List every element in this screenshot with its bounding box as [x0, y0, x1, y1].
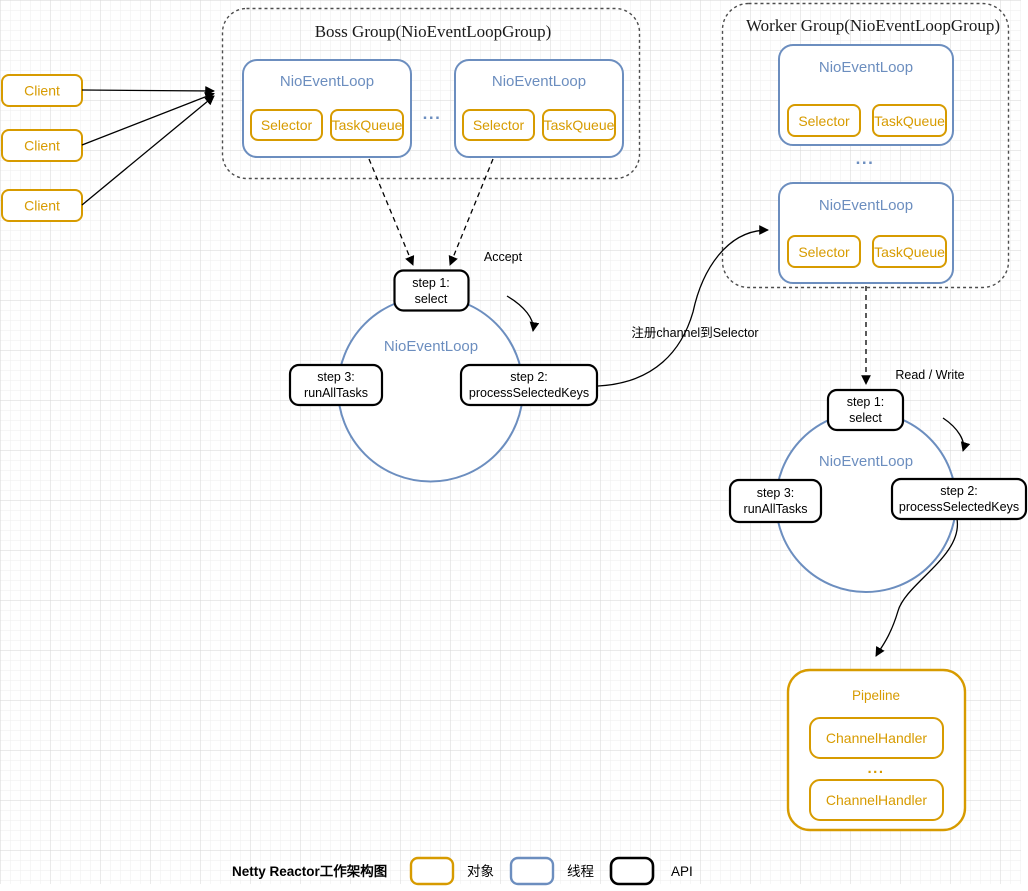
boss-eventloop-2-taskqueue-label: TaskQueue: [544, 117, 615, 133]
read-write-label: Read / Write: [895, 368, 964, 382]
boss-step3-box: [288, 363, 384, 407]
boss-eventloop-2-taskqueue-box: [542, 109, 616, 141]
worker-step1-box: [826, 388, 905, 432]
arrow-cycle-hint-boss: [506, 295, 540, 332]
worker-step2-line1: step 2:: [940, 484, 978, 498]
boss-eventloop-1-taskqueue-box: [330, 109, 404, 141]
boss-step3-line1: step 3:: [317, 370, 355, 384]
boss-step3-line2: runAllTasks: [304, 386, 368, 400]
worker-step2-line2: processSelectedKeys: [899, 500, 1019, 514]
boss-step1-line2: select: [415, 292, 448, 306]
legend-swatch-api: [609, 856, 655, 886]
boss-eventloop-2-selector-label: Selector: [473, 117, 525, 133]
client-label-1: Client: [24, 83, 60, 99]
boss-eventloop-1-title: NioEventLoop: [280, 73, 374, 90]
client-box-3: [1, 189, 83, 222]
worker-eventloop-1-taskqueue-box: [872, 104, 947, 137]
boss-step2-line2: processSelectedKeys: [469, 386, 589, 400]
boss-eventloop-1-selector-label: Selector: [261, 117, 313, 133]
channelhandler-label-1: ChannelHandler: [826, 730, 928, 746]
boss-eventloop-1-taskqueue-label: TaskQueue: [332, 117, 403, 133]
worker-step1-line1: step 1:: [847, 395, 885, 409]
worker-step3-line1: step 3:: [757, 486, 795, 500]
worker-group-ellipsis: ...: [856, 149, 875, 168]
boss-loop-circle-title: NioEventLoop: [384, 338, 478, 355]
legend-label-object: 对象: [467, 864, 494, 879]
worker-eventloop-2-taskqueue-label: TaskQueue: [874, 244, 945, 260]
boss-step1-box: [393, 269, 470, 312]
worker-loop-circle-title: NioEventLoop: [819, 453, 913, 470]
arrow-client2-to-bossgroup: [81, 92, 215, 146]
boss-step1-line1: step 1:: [412, 276, 450, 290]
legend-swatch-thread: [509, 856, 555, 886]
arrow-cycle-hint-worker: [942, 417, 971, 452]
legend-label-api: API: [671, 864, 693, 879]
pipeline-title: Pipeline: [852, 688, 900, 703]
boss-eventloop-2-title: NioEventLoop: [492, 73, 586, 90]
boss-group-box: [221, 7, 641, 180]
accept-label: Accept: [484, 250, 523, 264]
dashed-arrow-bosseventloop1-to-step1: [368, 158, 415, 266]
worker-eventloop-1-selector-box: [787, 104, 861, 137]
boss-group-title: Boss Group(NioEventLoopGroup): [315, 22, 552, 41]
boss-step2-box: [459, 363, 599, 407]
worker-step3-line2: runAllTasks: [744, 502, 808, 516]
worker-eventloop-2-taskqueue-box: [872, 235, 947, 268]
client-box-2: [1, 129, 83, 162]
boss-step2-line1: step 2:: [510, 370, 548, 384]
arrow-step2-to-pipeline: [875, 518, 958, 657]
dashed-arrow-bosseventloop2-to-step1: [448, 158, 494, 266]
worker-eventloop-2-selector-label: Selector: [798, 244, 850, 260]
register-channel-label: 注册channel到Selector: [631, 325, 758, 340]
worker-eventloop-1-title: NioEventLoop: [819, 59, 913, 76]
worker-eventloop-1-taskqueue-label: TaskQueue: [874, 113, 945, 129]
worker-eventloop-2-title: NioEventLoop: [819, 197, 913, 214]
boss-eventloop-1-selector-box: [250, 109, 323, 141]
arrow-client3-to-bossgroup: [81, 95, 215, 206]
boss-group-ellipsis: ...: [423, 104, 442, 123]
channelhandler-box-1: [809, 717, 944, 759]
worker-eventloop-1-selector-label: Selector: [798, 113, 850, 129]
arrow-client1-to-bossgroup: [81, 86, 215, 96]
legend-swatch-object: [409, 856, 455, 886]
worker-group-box: [721, 2, 1010, 289]
legend-label-thread: 线程: [567, 864, 594, 879]
client-label-2: Client: [24, 138, 60, 154]
channelhandler-label-2: ChannelHandler: [826, 792, 928, 808]
client-label-3: Client: [24, 198, 60, 214]
worker-step3-box: [728, 478, 823, 524]
worker-eventloop-2-selector-box: [787, 235, 861, 268]
arrow-register-channel-to-worker: [597, 225, 769, 387]
worker-step2-box: [890, 477, 1028, 521]
pipeline-ellipsis: ...: [867, 760, 884, 777]
channelhandler-box-2: [809, 779, 944, 821]
worker-step1-line2: select: [849, 411, 882, 425]
worker-group-title: Worker Group(NioEventLoopGroup): [746, 16, 1000, 35]
legend-title: Netty Reactor工作架构图: [232, 863, 387, 879]
boss-eventloop-2-selector-box: [462, 109, 535, 141]
